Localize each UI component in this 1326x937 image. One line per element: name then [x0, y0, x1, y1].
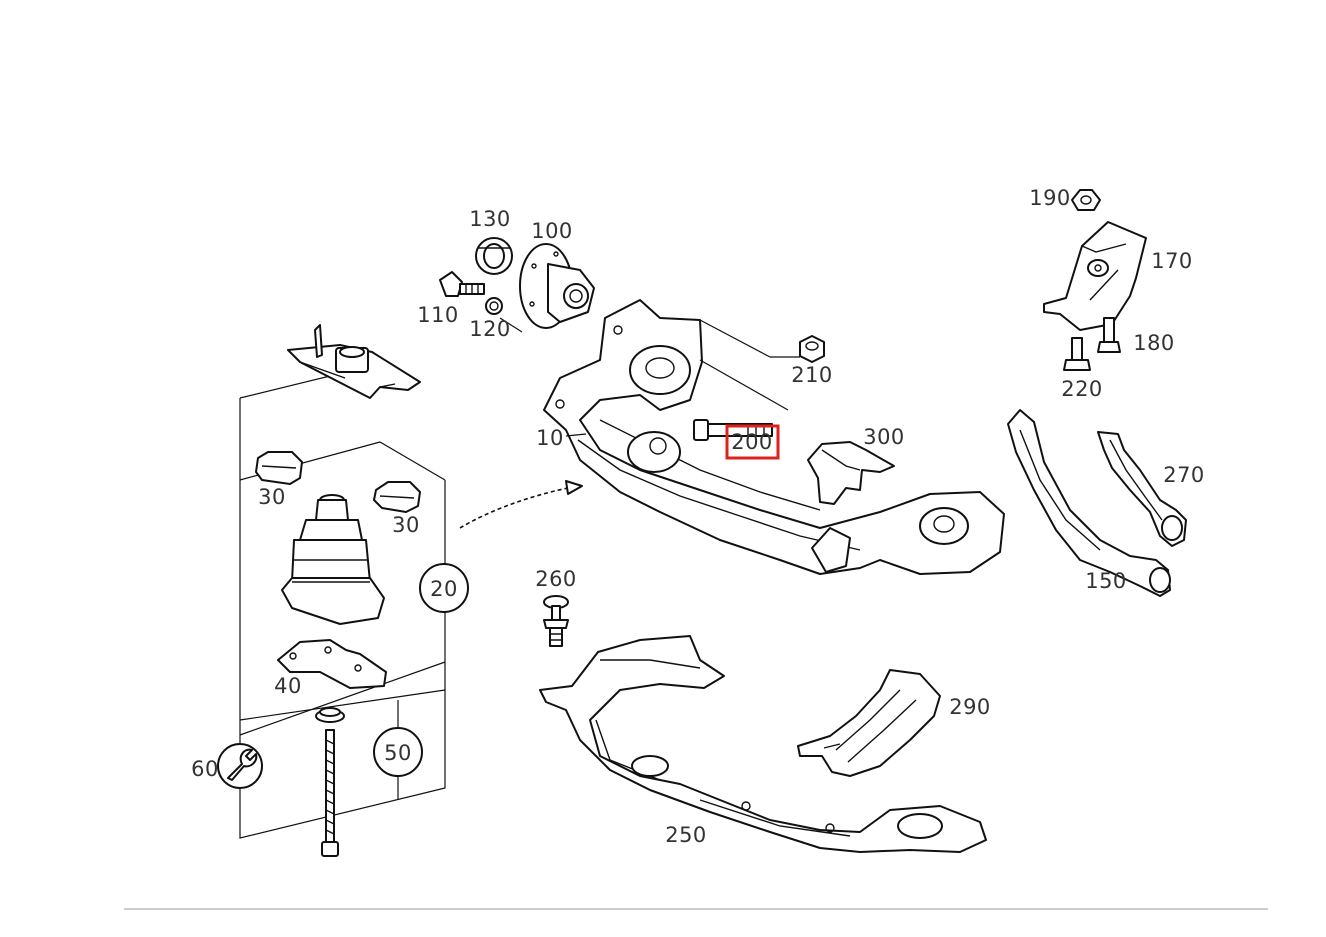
part-100-wheel-hub[interactable] [519, 243, 595, 329]
part-270-strut-rod[interactable] [1097, 431, 1187, 547]
part-130-seal-ring[interactable] [475, 237, 513, 275]
label-30-a: 30 [258, 485, 286, 509]
label-220: 220 [1061, 377, 1103, 401]
part-250-underbody-panel[interactable] [539, 635, 987, 853]
label-150: 150 [1085, 569, 1127, 593]
arrow-head-icon [565, 480, 583, 495]
label-110: 110 [417, 303, 459, 327]
highlight-box-200 [725, 424, 780, 460]
part-260-clip[interactable] [543, 595, 569, 647]
part-110-wheel-bolt[interactable] [439, 271, 485, 297]
label-20: 20 [430, 577, 458, 601]
label-290: 290 [949, 695, 991, 719]
wrench-icon [217, 743, 263, 789]
part-290-shield[interactable] [797, 669, 941, 777]
part-120-washer[interactable] [485, 297, 503, 315]
label-40: 40 [274, 674, 302, 698]
part-30-pad-a[interactable] [255, 451, 303, 485]
part-10-axle-carrier[interactable] [543, 299, 1005, 575]
part-50-callout[interactable]: 50 [373, 727, 423, 777]
label-270: 270 [1163, 463, 1205, 487]
part-170-mount-bracket[interactable] [1043, 221, 1147, 331]
label-100: 100 [531, 219, 573, 243]
part-190-nut[interactable] [1071, 189, 1101, 211]
label-250: 250 [665, 823, 707, 847]
label-130: 130 [469, 207, 511, 231]
part-40-plate[interactable] [277, 639, 387, 689]
part-300-bracket[interactable] [807, 441, 895, 505]
direction-arrow [459, 487, 569, 529]
engine-mount-group: 20 50 30 30 40 60 [191, 324, 469, 857]
label-260: 260 [535, 567, 577, 591]
part-150-control-arm[interactable] [1007, 409, 1171, 597]
label-50: 50 [384, 741, 412, 765]
label-120: 120 [469, 317, 511, 341]
part-210-nut[interactable] [799, 335, 825, 363]
part-20-engine-mount[interactable] [281, 494, 385, 625]
label-190: 190 [1029, 186, 1071, 210]
label-60: 60 [191, 757, 219, 781]
label-300: 300 [863, 425, 905, 449]
part-220-bolt[interactable] [1063, 337, 1091, 371]
part-50-bolt[interactable] [315, 707, 345, 857]
part-30-pad-b[interactable] [373, 481, 421, 513]
hub-group: 130 100 110 120 [417, 207, 595, 341]
upper-mount-bracket[interactable] [287, 324, 421, 399]
part-180-bolt[interactable] [1097, 317, 1121, 353]
label-10: 10 [536, 426, 564, 450]
label-30-b: 30 [392, 513, 420, 537]
label-170: 170 [1151, 249, 1193, 273]
label-180: 180 [1133, 331, 1175, 355]
label-200[interactable]: 200 [731, 430, 773, 454]
part-20-callout[interactable]: 20 [419, 563, 469, 613]
label-210: 210 [791, 363, 833, 387]
